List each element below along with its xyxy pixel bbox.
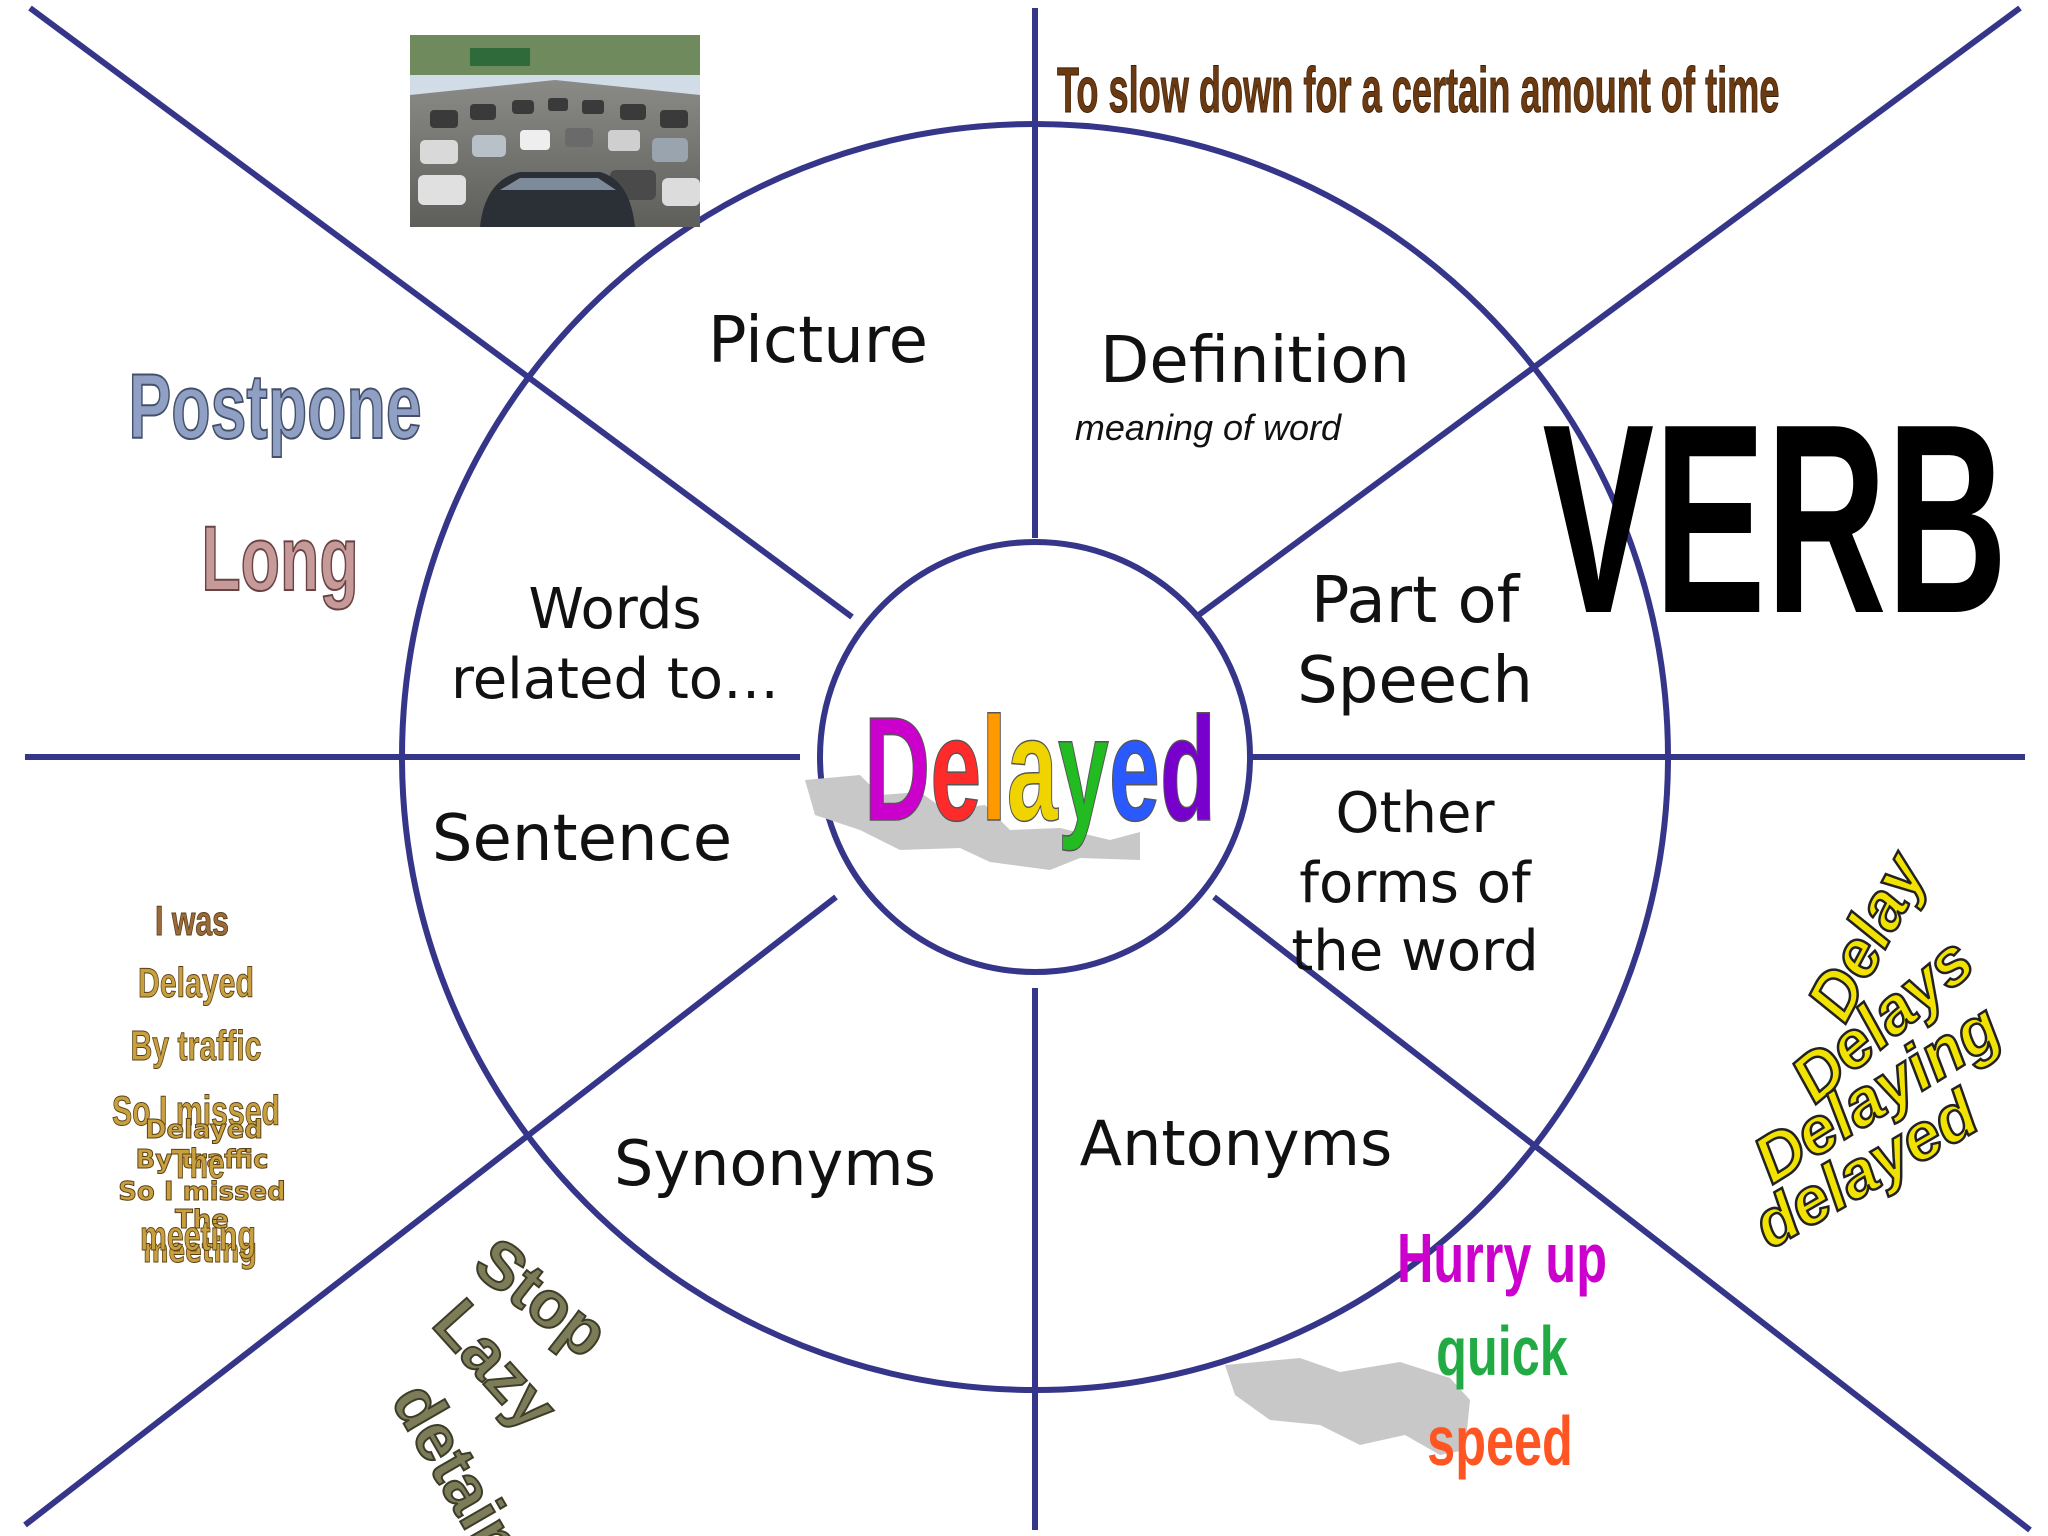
part-of-speech-answer: VERB bbox=[1542, 368, 2007, 670]
sentence-overlap-3: So I missed bbox=[118, 1177, 286, 1207]
label-other-forms-3: the word bbox=[1291, 919, 1538, 984]
center-letter: D bbox=[864, 688, 930, 853]
synonyms-answer: Stop Lazy detain bbox=[377, 1222, 624, 1536]
center-letter: y bbox=[1058, 688, 1109, 853]
related-words-answer: Postpone Long bbox=[127, 354, 422, 611]
label-words-related-1: Words bbox=[528, 577, 701, 642]
label-sentence: Sentence bbox=[432, 802, 732, 876]
center-letter: d bbox=[1160, 688, 1216, 853]
center-word-shadow bbox=[805, 775, 1140, 870]
label-part-of-speech-2: Speech bbox=[1297, 644, 1533, 718]
section-labels: Picture Definition meaning of word Part … bbox=[432, 304, 1539, 1200]
center-letter: l bbox=[981, 688, 1007, 853]
label-antonyms: Antonyms bbox=[1080, 1107, 1393, 1180]
antonyms-answer: Hurry up quick speed bbox=[1225, 1219, 1607, 1480]
diagonal-bottom-left bbox=[23, 894, 838, 1528]
antonym-quick: quick bbox=[1436, 1312, 1568, 1390]
label-definition-sub: meaning of word bbox=[1075, 407, 1342, 448]
sentence-line-1: I was bbox=[155, 897, 229, 944]
diagonal-bottom-right bbox=[1212, 894, 2032, 1533]
sentence-line-5: The bbox=[171, 1140, 225, 1187]
traffic-jam-photo bbox=[410, 35, 700, 227]
verb-text: VERB bbox=[1542, 368, 2007, 670]
inner-ring bbox=[817, 539, 1253, 975]
center-letter: e bbox=[1109, 688, 1160, 853]
sentence-answer: I was Delayed By traffic So I missed Del… bbox=[112, 897, 287, 1271]
label-other-forms-2: forms of bbox=[1299, 851, 1532, 916]
other-forms-answer: Delay Delays Delaying delayed bbox=[1739, 837, 2014, 1263]
sentence-line-3: By traffic bbox=[130, 1022, 261, 1069]
center-word: Delayed bbox=[805, 687, 1217, 870]
sentence-overlap-1: Delayed bbox=[145, 1115, 263, 1145]
sentence-line-6: meeting bbox=[140, 1212, 256, 1259]
sentence-line-4: So I missed bbox=[112, 1087, 280, 1134]
sentence-overlap-5: meeting bbox=[143, 1231, 257, 1270]
label-synonyms: Synonyms bbox=[614, 1127, 936, 1200]
label-other-forms-1: Other bbox=[1335, 781, 1495, 846]
diagonal-top-right bbox=[1194, 5, 2022, 620]
label-part-of-speech-1: Part of bbox=[1311, 564, 1521, 638]
related-word-long: Long bbox=[201, 507, 358, 610]
label-words-related-2: related to… bbox=[451, 647, 779, 712]
outer-ring bbox=[399, 121, 1671, 1393]
antonym-hurry-up: Hurry up bbox=[1397, 1219, 1607, 1297]
center-letter: e bbox=[930, 688, 981, 853]
antonym-speed: speed bbox=[1427, 1402, 1573, 1480]
wheel-lines bbox=[23, 5, 2032, 1533]
label-definition: Definition bbox=[1100, 324, 1410, 398]
definition-answer: To slow down for a certain amount of tim… bbox=[1057, 55, 1779, 126]
diagonal-top-left bbox=[28, 5, 854, 620]
antonyms-shadow bbox=[1225, 1358, 1470, 1455]
center-word-text: Delayed bbox=[864, 688, 1216, 853]
related-word-postpone: Postpone bbox=[128, 355, 421, 458]
sentence-line-2: Delayed bbox=[138, 959, 254, 1006]
sentence-overlap-2: By traffic bbox=[135, 1145, 268, 1175]
center-letter: a bbox=[1007, 688, 1059, 853]
label-picture: Picture bbox=[708, 304, 928, 378]
sentence-overlap-4: The bbox=[175, 1205, 229, 1235]
